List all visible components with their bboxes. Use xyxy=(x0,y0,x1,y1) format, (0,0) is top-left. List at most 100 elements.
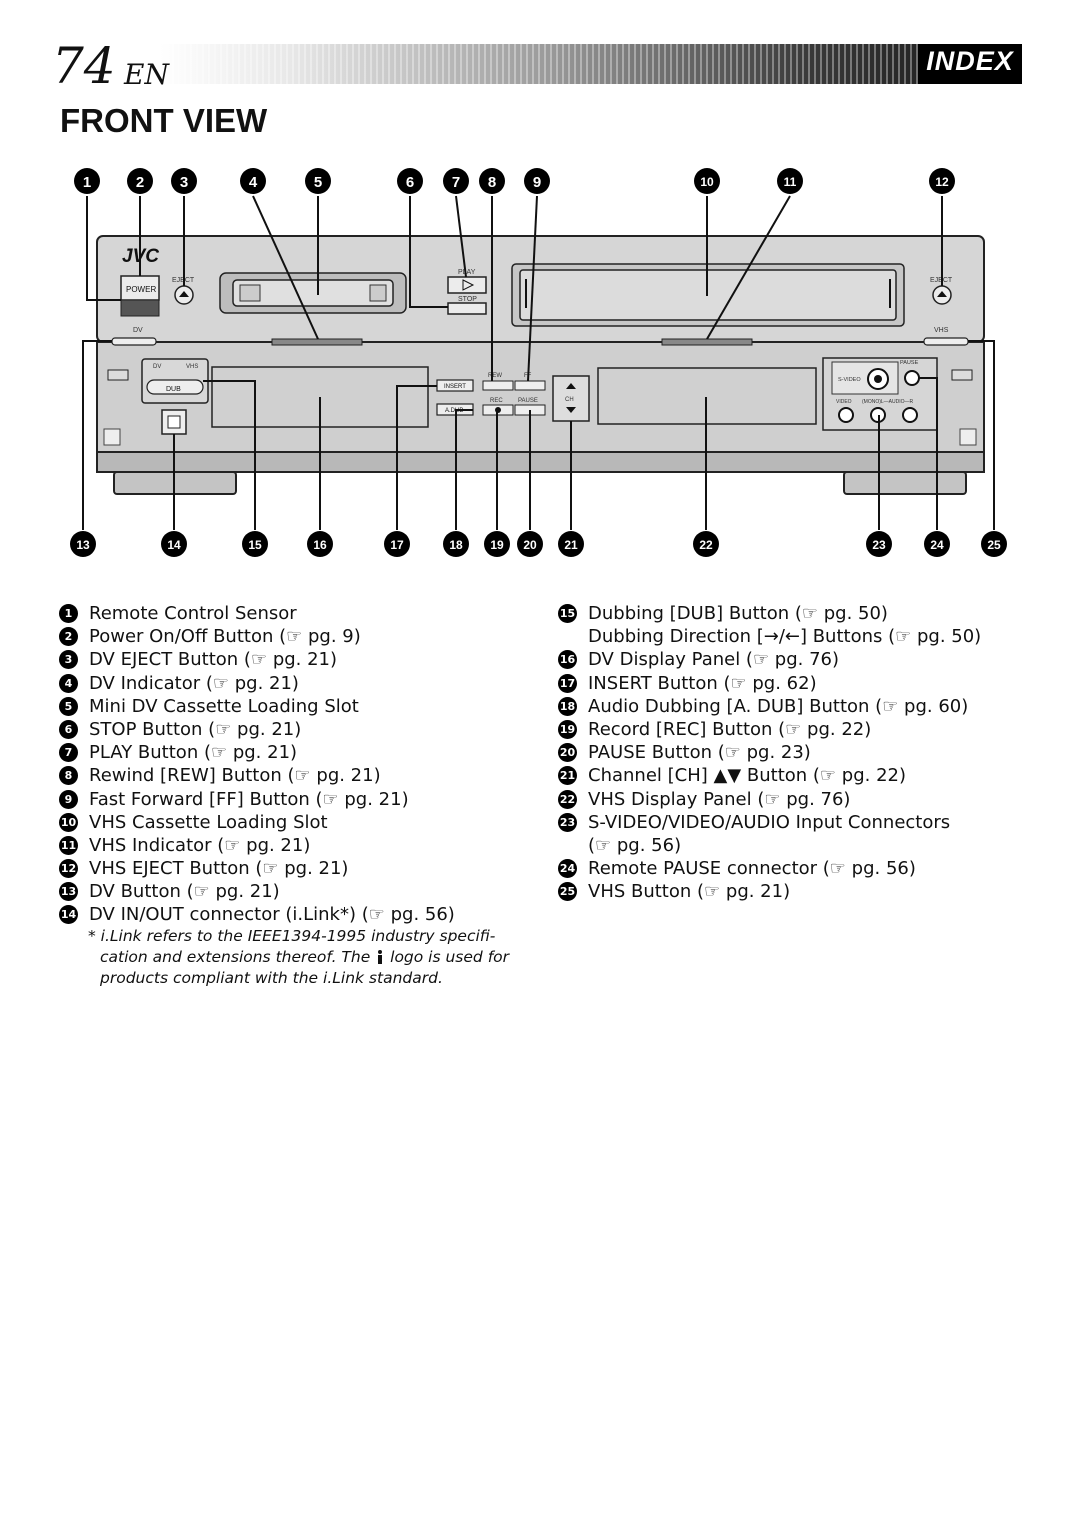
legend-text: STOP Button (☞ pg. 21) xyxy=(89,718,302,740)
remote-sensor xyxy=(120,299,160,317)
legend-item: 11 VHS Indicator (☞ pg. 21) xyxy=(59,834,539,857)
callout-3: 3 xyxy=(180,174,188,191)
legend-item: 24 Remote PAUSE connector (☞ pg. 56) xyxy=(558,857,1058,880)
legend-text: Remote PAUSE connector (☞ pg. 56) xyxy=(588,858,916,880)
callout-10: 10 xyxy=(700,175,714,189)
legend-number: 24 xyxy=(558,859,577,879)
legend-number: 5 xyxy=(59,696,78,716)
callout-13: 13 xyxy=(76,538,90,552)
footnote-line-3: products compliant with the i.Link stand… xyxy=(100,969,443,987)
callout-19: 19 xyxy=(490,538,504,552)
legend-text: Power On/Off Button (☞ pg. 9) xyxy=(89,626,361,648)
legend-number: 8 xyxy=(59,766,78,786)
legend-text: Fast Forward [FF] Button (☞ pg. 21) xyxy=(89,788,409,810)
stop-button xyxy=(447,302,487,315)
legend-right: 15 Dubbing [DUB] Button (☞ pg. 50) Dubbin… xyxy=(558,602,1058,903)
legend-number: 16 xyxy=(558,650,577,670)
foot-right xyxy=(843,471,967,495)
legend-text: PLAY Button (☞ pg. 21) xyxy=(89,742,298,764)
rew-button xyxy=(482,380,514,391)
legend-text: Dubbing Direction [→/←] Buttons (☞ pg. 5… xyxy=(588,626,982,648)
legend-number: 14 xyxy=(59,905,78,925)
svg-text:VHS: VHS xyxy=(186,364,198,370)
legend-number: 4 xyxy=(59,673,78,693)
legend-text: INSERT Button (☞ pg. 62) xyxy=(588,672,817,694)
legend-text: DV EJECT Button (☞ pg. 21) xyxy=(89,649,338,671)
legend-text: VHS Button (☞ pg. 21) xyxy=(588,881,791,903)
legend-text: Dubbing [DUB] Button (☞ pg. 50) xyxy=(588,603,888,624)
callout-21: 21 xyxy=(564,538,578,552)
legend-item: 23 S-VIDEO/VIDEO/AUDIO Input Connectors xyxy=(558,811,1058,834)
legend-item: 15 Dubbing [DUB] Button (☞ pg. 50) xyxy=(558,602,1058,625)
legend-text: VHS Indicator (☞ pg. 21) xyxy=(89,834,311,856)
dub-label: DUB xyxy=(166,386,181,393)
ff-button xyxy=(514,380,546,391)
dv-button xyxy=(111,337,157,346)
svg-text:PAUSE: PAUSE xyxy=(518,398,538,404)
mini-dv-slot xyxy=(232,279,394,307)
legend-number: 25 xyxy=(558,882,577,902)
video-jack xyxy=(838,407,854,423)
svg-text:DV: DV xyxy=(153,364,161,370)
legend-text: DV Display Panel (☞ pg. 76) xyxy=(588,649,840,671)
callout-14: 14 xyxy=(167,538,181,552)
legend-text: S-VIDEO/VIDEO/AUDIO Input Connectors xyxy=(588,811,951,833)
callout-20: 20 xyxy=(523,538,537,552)
header-gradient-bar xyxy=(160,44,1022,84)
view-title: FRONT VIEW xyxy=(60,102,268,139)
legend-text: VHS Display Panel (☞ pg. 76) xyxy=(588,788,851,810)
callout-group-bottom: 13 14 15 16 17 18 19 20 21 22 23 24 25 xyxy=(70,531,1007,557)
svg-text:REC: REC xyxy=(490,398,503,404)
callout-group-top: 1 2 3 4 5 6 7 8 9 10 11 12 xyxy=(74,168,955,194)
footnote-line-1: * i.Link refers to the IEEE1394-1995 ind… xyxy=(88,927,496,945)
svg-text:A.DUB: A.DUB xyxy=(445,408,463,414)
legend-number: 18 xyxy=(558,696,577,716)
legend-number: 15 xyxy=(558,604,577,623)
legend-text: Audio Dubbing [A. DUB] Button (☞ pg. 60) xyxy=(588,695,969,717)
callout-6: 6 xyxy=(406,174,414,191)
legend-text: Record [REC] Button (☞ pg. 22) xyxy=(588,718,872,740)
page-number: 74 xyxy=(52,37,116,95)
legend-item-continuation: Dubbing Direction [→/←] Buttons (☞ pg. 5… xyxy=(558,625,1058,648)
legend-item: 9 Fast Forward [FF] Button (☞ pg. 21) xyxy=(59,788,539,811)
audio-r-jack xyxy=(902,407,918,423)
legend-number: 9 xyxy=(59,789,78,809)
dv-button-label: DV xyxy=(133,327,143,334)
legend-text: VHS EJECT Button (☞ pg. 21) xyxy=(89,858,349,880)
legend-number: 7 xyxy=(59,743,78,763)
legend-number: 11 xyxy=(59,835,78,855)
callout-23: 23 xyxy=(872,538,886,552)
callout-12: 12 xyxy=(935,175,949,189)
legend-item: 25 VHS Button (☞ pg. 21) xyxy=(558,880,1058,903)
svg-text:REW: REW xyxy=(488,373,502,379)
footnote-line-2b: logo is used for xyxy=(390,948,510,966)
callout-7: 7 xyxy=(452,174,460,191)
legend-number: 23 xyxy=(558,812,577,832)
legend-number: 10 xyxy=(59,812,78,832)
callout-1: 1 xyxy=(83,174,91,191)
legend-text: Mini DV Cassette Loading Slot xyxy=(89,695,359,717)
legend-text: DV Button (☞ pg. 21) xyxy=(89,881,280,903)
legend-item: 16 DV Display Panel (☞ pg. 76) xyxy=(558,648,1058,671)
vhs-button-label: VHS xyxy=(934,327,949,334)
footnote-line-2a: cation and extensions thereof. The xyxy=(100,948,371,966)
section-title: INDEX xyxy=(926,46,1014,76)
legend-number: 6 xyxy=(59,719,78,739)
callout-2: 2 xyxy=(136,174,144,191)
callout-5: 5 xyxy=(314,174,322,191)
callout-24: 24 xyxy=(930,538,944,552)
front-view-diagram: JVC POWER EJECT PLAY STOP EJECT DV VHS D… xyxy=(70,168,1007,557)
legend-item: 18 Audio Dubbing [A. DUB] Button (☞ pg. 6… xyxy=(558,695,1058,718)
svg-text:INSERT: INSERT xyxy=(444,384,466,390)
vhs-button xyxy=(923,337,969,346)
callout-17: 17 xyxy=(390,538,404,552)
